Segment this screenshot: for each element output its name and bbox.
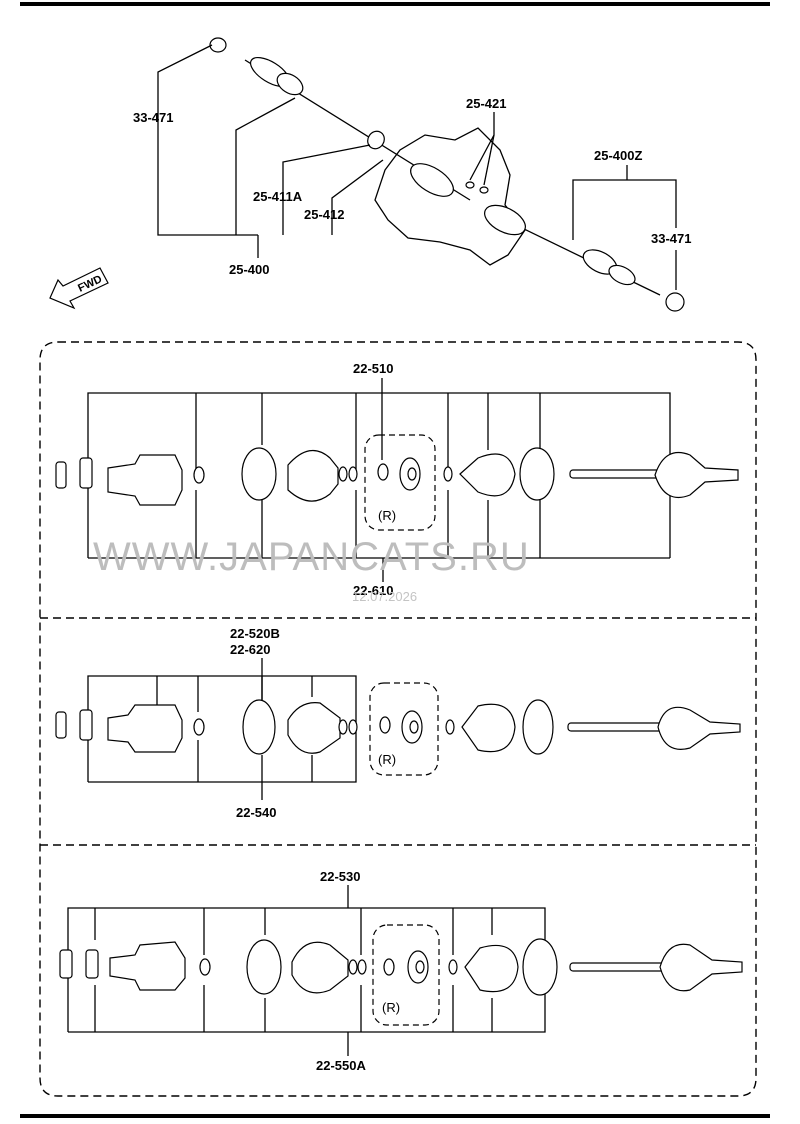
label-25-421: 25-421 [466, 96, 506, 111]
nut-icon [665, 292, 685, 312]
clip-icon [193, 466, 205, 484]
leader-25-421 [469, 112, 495, 181]
band-icon [522, 938, 558, 996]
band-icon [246, 939, 282, 995]
clip-icon [379, 716, 391, 734]
inner-cv-joint [654, 451, 739, 499]
nut-icon [209, 37, 227, 53]
leader-25-400Z [572, 179, 677, 240]
shaft-icon [569, 469, 661, 479]
label-25-400Z: 25-400Z [594, 148, 642, 163]
band-icon [242, 699, 276, 755]
label-33-471-left: 33-471 [133, 110, 173, 125]
plug-icon [59, 949, 73, 979]
label-22-520B: 22-520B [230, 626, 280, 641]
section-2: (R) 22-520B 22-620 22-540 [55, 626, 741, 820]
bearing-core [409, 720, 419, 734]
left-inner-boot [410, 163, 454, 197]
watermark: WWW.JAPANCATS.RU [93, 535, 530, 579]
band-icon [519, 447, 555, 501]
leader-25-400-upper [235, 97, 296, 235]
boot-icon [459, 453, 516, 497]
r-group-box [369, 682, 439, 776]
transaxle-outline [374, 127, 526, 266]
label-33-471-right: 33-471 [651, 231, 691, 246]
shaft-icon [569, 962, 666, 972]
clip-icon [338, 466, 348, 482]
r-label: (R) [382, 1000, 400, 1015]
clip-icon [348, 959, 358, 975]
seal-icon [465, 181, 475, 189]
clip-icon [443, 466, 453, 482]
leader-25-412 [331, 159, 384, 235]
left-outer-boot [276, 72, 304, 96]
bearing-core [407, 467, 417, 481]
clip-icon [193, 718, 205, 736]
r-group-box [372, 924, 440, 1026]
label-25-411A: 25-411A [253, 189, 303, 204]
clip-icon [348, 719, 358, 735]
r-label: (R) [378, 752, 396, 767]
boot-icon [287, 702, 341, 754]
plug-icon [79, 457, 93, 489]
detail-outer-frame [39, 341, 757, 1097]
boot-icon [464, 944, 519, 993]
r-group-box [364, 434, 436, 531]
label-22-510: 22-510 [353, 361, 393, 376]
bottom-border [20, 1114, 770, 1118]
plug-icon [55, 461, 67, 489]
outer-cv-joint [107, 454, 183, 506]
section-3: (R) 22-530 22-550A [59, 869, 743, 1073]
plug-icon [79, 709, 93, 741]
seal-icon [479, 186, 489, 194]
outer-cv-joint [107, 704, 183, 753]
clip-icon [338, 719, 348, 735]
label-22-550A: 22-550A [316, 1058, 366, 1073]
inner-cv-joint [657, 706, 741, 750]
inner-cv-joint [659, 943, 743, 992]
clip-icon [348, 466, 358, 482]
leader-33-471-left [157, 44, 258, 236]
clip-icon [377, 463, 389, 481]
label-22-610: 22-610 [353, 583, 393, 598]
band-icon [522, 699, 554, 755]
s3-top-bracket [67, 907, 546, 1033]
label-22-540: 22-540 [236, 805, 276, 820]
label-22-620: 22-620 [230, 642, 270, 657]
overview-assembly: FWD 33-471 25-400 25-411A 25-412 25-421 … [49, 37, 691, 312]
right-inner-boot [484, 204, 526, 236]
label-25-400: 25-400 [229, 262, 269, 277]
leader-25-411A [282, 144, 371, 235]
clip-icon [357, 959, 367, 975]
left-clip-ring [367, 130, 385, 150]
clip-icon [383, 958, 395, 976]
boot-icon [291, 941, 349, 994]
clip-icon [445, 719, 455, 735]
section-1: (R) 22-510 22-610 [55, 361, 739, 598]
label-22-530: 22-530 [320, 869, 360, 884]
shaft-icon [567, 722, 664, 732]
boot-icon [461, 703, 516, 753]
bearing-core [415, 960, 425, 974]
fwd-arrow-icon: FWD [49, 267, 109, 310]
outer-cv-joint [109, 941, 186, 991]
clip-icon [199, 958, 211, 976]
plug-icon [55, 711, 67, 739]
boot-icon [287, 449, 339, 502]
watermark-date: 12.07.2026 [352, 589, 417, 604]
top-border [20, 2, 770, 6]
r-label: (R) [378, 508, 396, 523]
right-outer-joint [608, 264, 636, 286]
clip-icon [448, 959, 458, 975]
plug-icon [85, 949, 99, 979]
band-icon [241, 447, 277, 501]
leader-25-421b [483, 134, 495, 186]
label-25-412: 25-412 [304, 207, 344, 222]
